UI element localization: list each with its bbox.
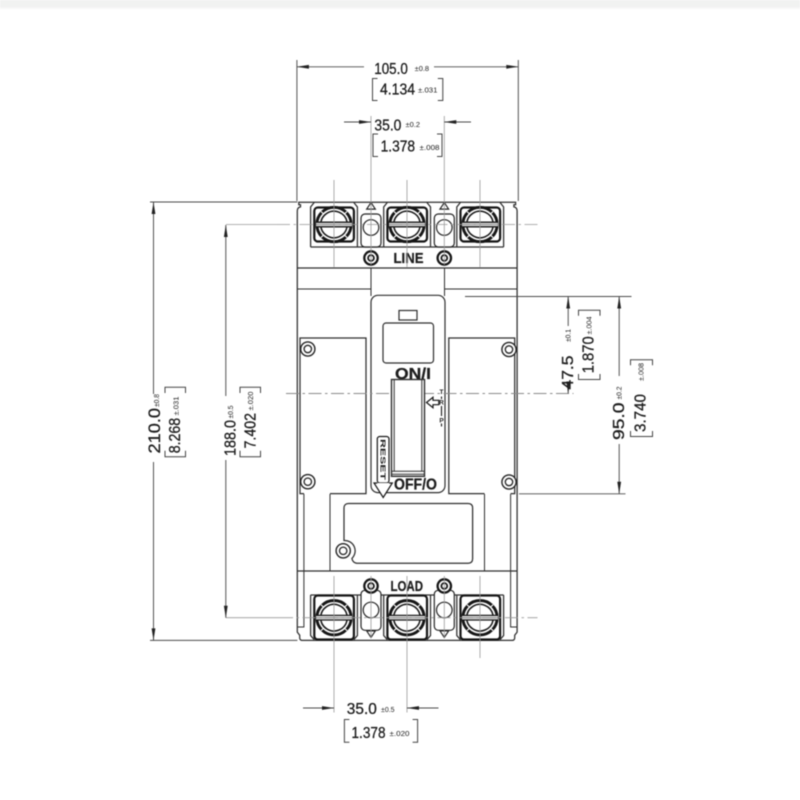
svg-text:P: P	[439, 418, 444, 425]
svg-text:±0.2: ±0.2	[617, 386, 624, 399]
svg-text:R: R	[439, 400, 444, 407]
svg-text:RESET: RESET	[379, 439, 388, 481]
svg-text:188.0: 188.0	[223, 420, 240, 456]
svg-text:1.870: 1.870	[581, 336, 598, 373]
svg-text:±.031: ±.031	[173, 396, 180, 415]
svg-text:1.378: 1.378	[352, 725, 386, 742]
svg-text:±0.1: ±0.1	[565, 329, 572, 342]
svg-text:±0.5: ±0.5	[381, 707, 395, 714]
svg-text:LINE: LINE	[394, 251, 424, 267]
svg-text:1.378: 1.378	[381, 139, 416, 156]
svg-text:210.0: 210.0	[145, 408, 164, 454]
svg-text:±.031: ±.031	[418, 88, 438, 95]
svg-text:4.134: 4.134	[380, 82, 415, 99]
svg-text:±.004: ±.004	[587, 316, 594, 334]
svg-text:3.740: 3.740	[633, 394, 650, 432]
svg-text:95.0: 95.0	[611, 402, 628, 440]
svg-text:±.008: ±.008	[639, 363, 646, 381]
svg-text:±.020: ±.020	[390, 731, 410, 738]
svg-text:±0.8: ±0.8	[154, 394, 161, 407]
svg-text:7.402: 7.402	[243, 413, 260, 449]
svg-text:±0.8: ±0.8	[415, 66, 430, 73]
svg-text:35.0: 35.0	[374, 117, 401, 134]
svg-text:105.0: 105.0	[374, 61, 408, 78]
svg-text:±.008: ±.008	[420, 145, 440, 152]
svg-text:T: T	[440, 389, 444, 396]
svg-text:47.5: 47.5	[560, 356, 577, 390]
svg-text:8.268: 8.268	[167, 418, 184, 454]
svg-text:±.020: ±.020	[248, 391, 255, 410]
svg-text:OFF/O: OFF/O	[394, 477, 437, 494]
svg-text:±0.2: ±0.2	[406, 122, 421, 129]
svg-text:35.0: 35.0	[347, 701, 377, 718]
svg-text:±0.5: ±0.5	[228, 405, 235, 418]
